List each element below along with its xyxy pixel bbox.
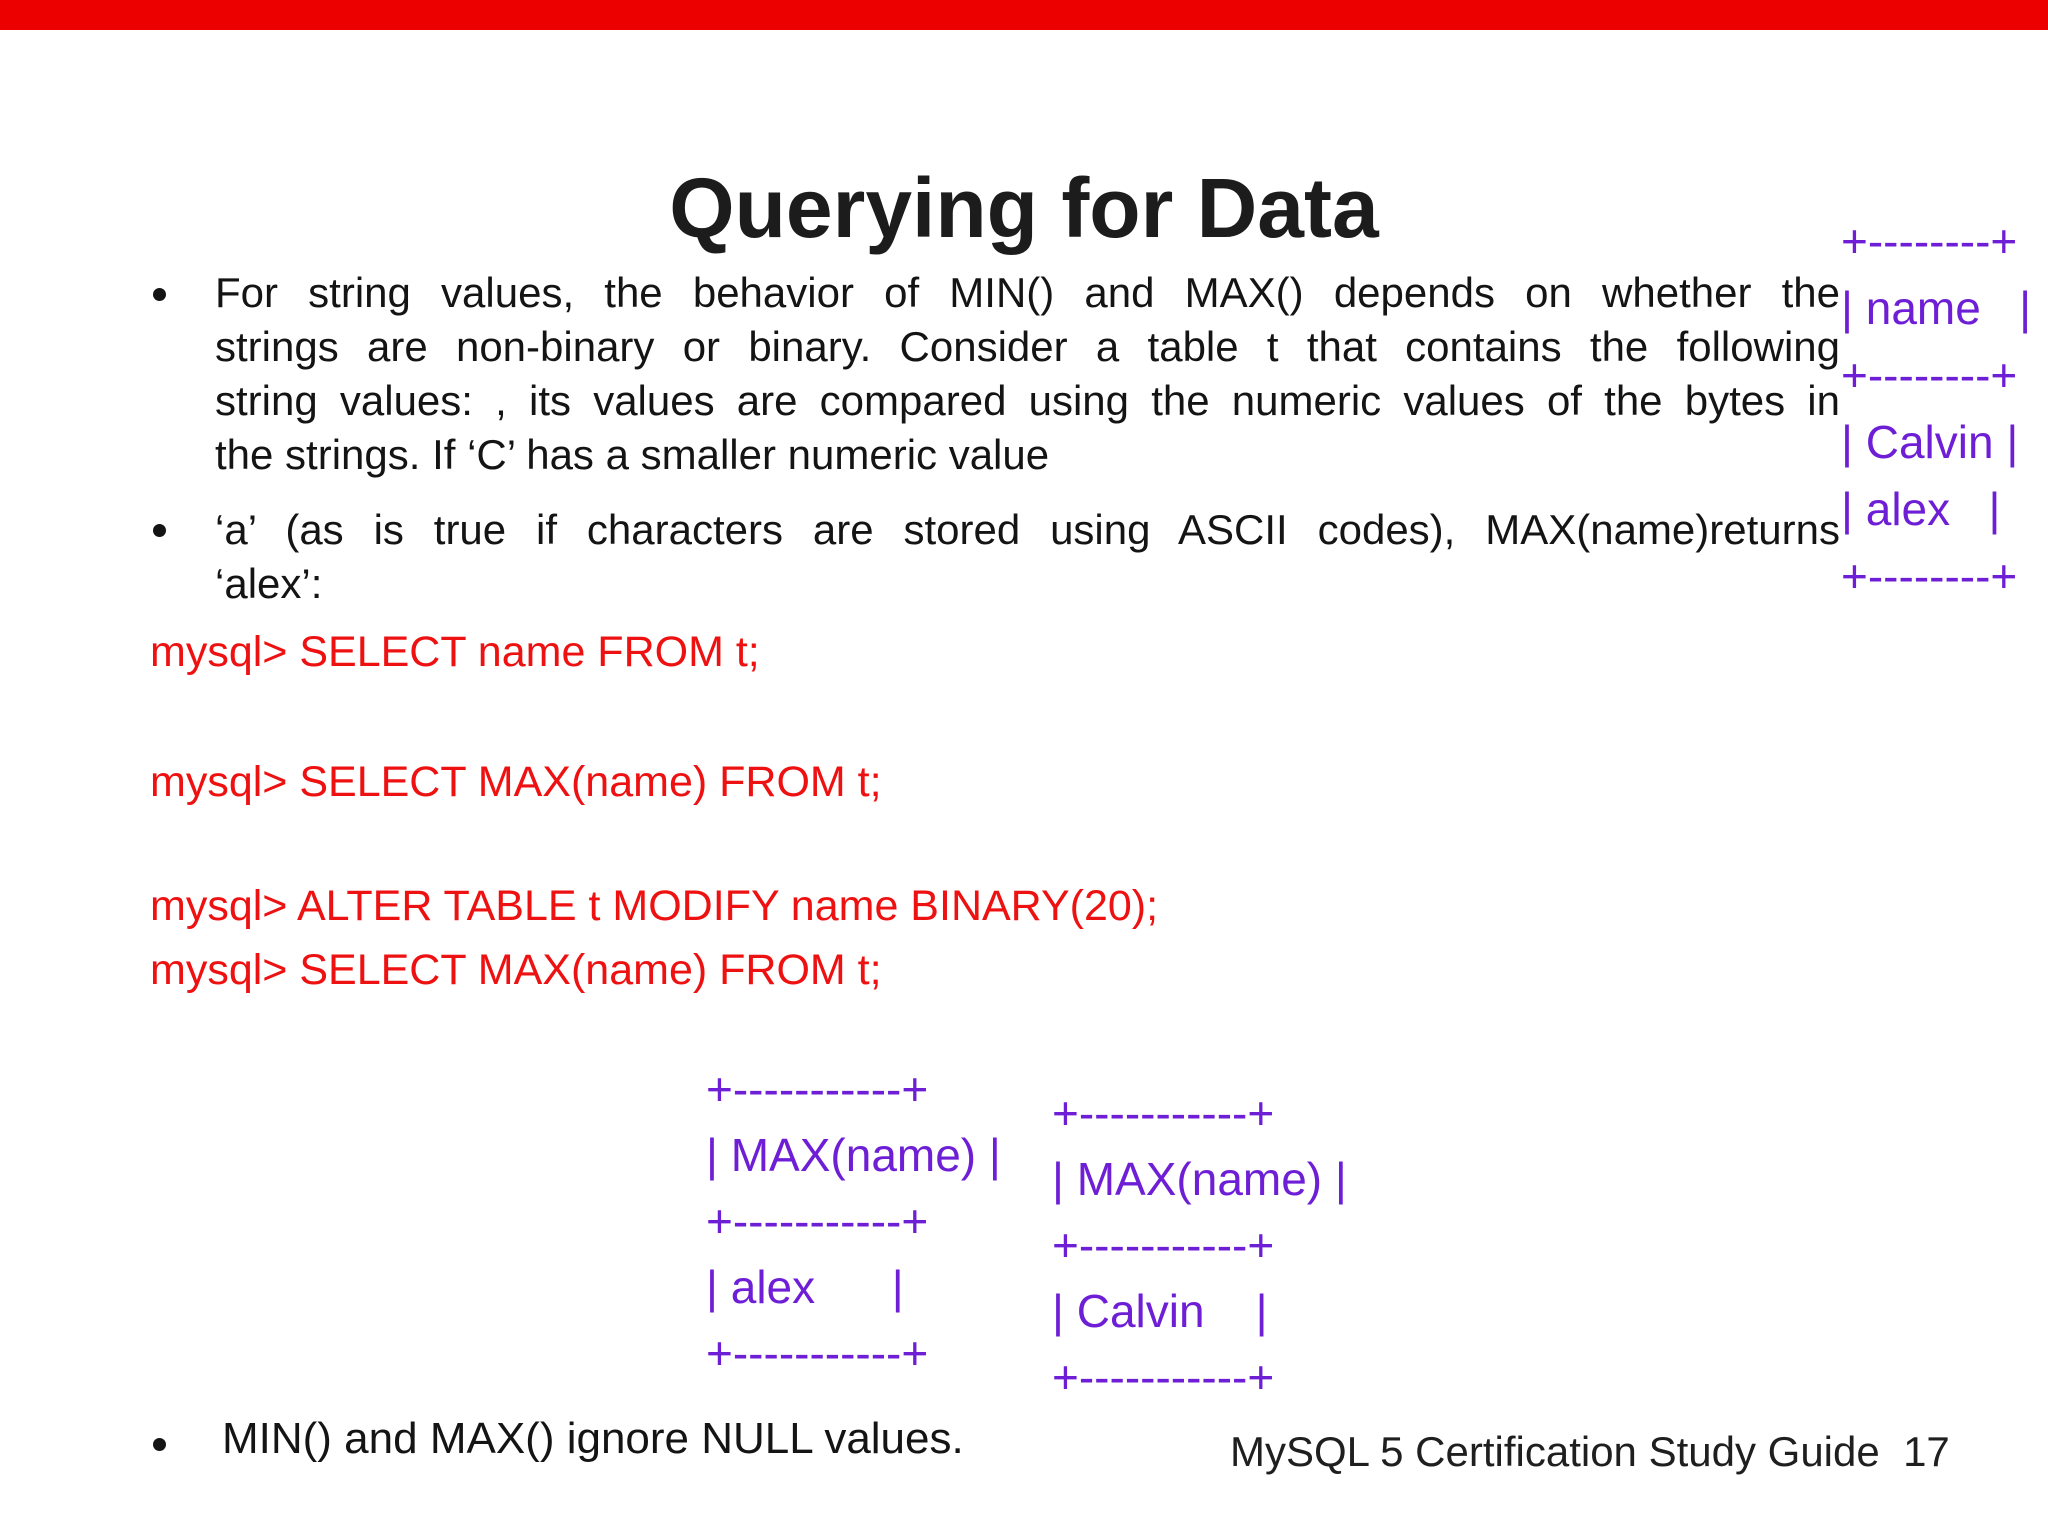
bullet-ascii-max-returns: ‘a’ (as is true if characters are stored…	[215, 503, 1840, 611]
paragraph-line: the strings. If ‘C’ has a smaller numeri…	[215, 431, 1050, 478]
paragraph-line: string values: , its values are compared…	[215, 377, 1840, 424]
ascii-table-line: +-----------+	[706, 1327, 929, 1379]
bullet-marker	[153, 288, 166, 301]
sql-alter-table: mysql> ALTER TABLE t MODIFY name BINARY(…	[150, 882, 1159, 930]
ascii-table-line: | MAX(name) |	[1052, 1153, 1347, 1205]
bullet-string-behavior: For string values, the behavior of MIN()…	[215, 266, 1840, 482]
ascii-table-line: +--------+	[1841, 349, 2018, 401]
paragraph-line: ‘alex’:	[215, 560, 323, 607]
bullet-marker	[153, 524, 166, 537]
paragraph-line: ‘a’ (as is true if characters are stored…	[215, 506, 1840, 553]
top-red-bar	[0, 0, 2048, 30]
ascii-table-line: | alex |	[706, 1261, 904, 1313]
ascii-table-max-nonbinary: +-----------+ | MAX(name) | +-----------+ |…	[706, 1056, 1001, 1386]
ascii-table-line: +-----------+	[706, 1063, 929, 1115]
ascii-table-line: +--------+	[1841, 215, 2018, 267]
sql-select-name: mysql> SELECT name FROM t;	[150, 628, 760, 676]
sql-select-max: mysql> SELECT MAX(name) FROM t;	[150, 758, 882, 806]
ascii-table-line: | alex |	[1841, 483, 2001, 535]
slide-title: Querying for Data	[669, 161, 1379, 256]
sql-select-max-binary: mysql> SELECT MAX(name) FROM t;	[150, 946, 882, 994]
ascii-table-line: +-----------+	[1052, 1351, 1275, 1403]
paragraph-line: For string values, the behavior of MIN()…	[215, 269, 1840, 316]
footer-book-title-page-number: MySQL 5 Certification Study Guide 17	[1230, 1428, 1950, 1475]
ascii-table-line: +-----------+	[1052, 1087, 1275, 1139]
ascii-table-line: | Calvin |	[1841, 416, 2019, 468]
ascii-table-max-binary: +-----------+ | MAX(name) | +-----------+ |…	[1052, 1080, 1347, 1410]
ascii-table-line: +--------+	[1841, 550, 2018, 602]
ascii-table-line: | Calvin |	[1052, 1285, 1268, 1337]
ascii-table-line: +-----------+	[1052, 1219, 1275, 1271]
paragraph-line: strings are non-binary or binary. Consid…	[215, 323, 1840, 370]
ascii-table-name-values: +--------+ | name | +--------+ | Calvin | | …	[1841, 208, 2031, 610]
ascii-table-line: +-----------+	[706, 1195, 929, 1247]
ascii-table-line: | name |	[1841, 282, 2032, 334]
bullet-null-note: MIN() and MAX() ignore NULL values.	[222, 1414, 964, 1463]
ascii-table-line: | MAX(name) |	[706, 1129, 1001, 1181]
bullet-marker	[153, 1438, 166, 1451]
